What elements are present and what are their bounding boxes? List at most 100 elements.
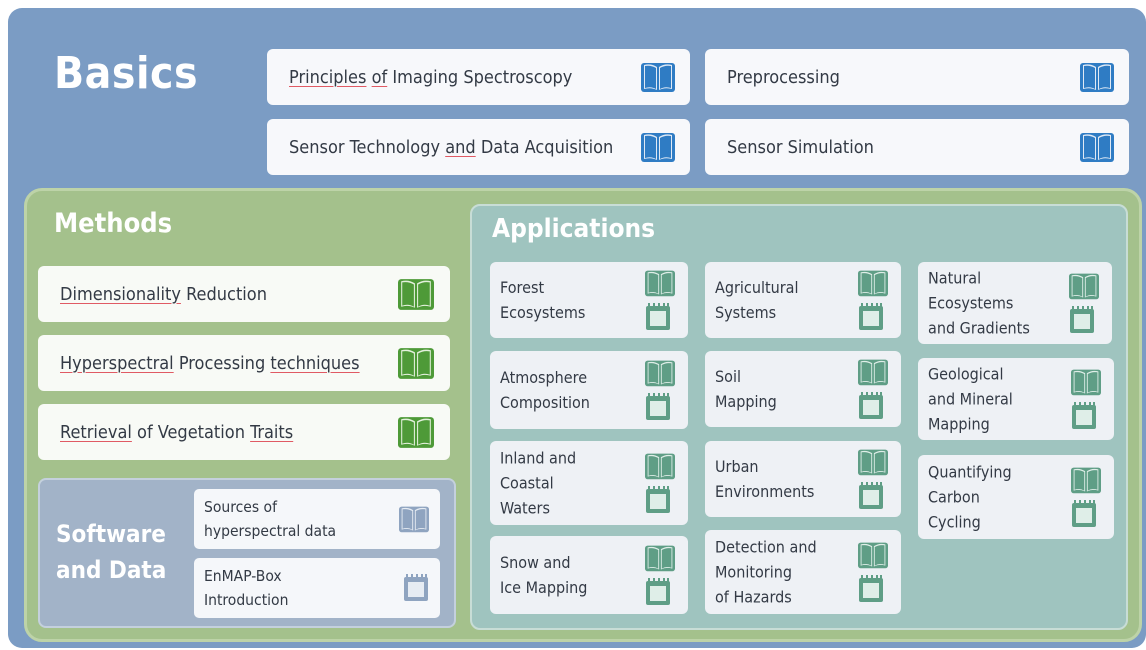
module-label: Retrieval of Vegetation Traits (60, 421, 294, 443)
book-icon (1079, 130, 1115, 164)
module-label: Principles of Imaging Spectroscopy (289, 66, 573, 88)
module-retrieval-of-vegetation-traits[interactable]: Retrieval of Vegetation Traits (38, 404, 450, 460)
notepad-icon[interactable] (644, 302, 676, 332)
application-label-line: Detection and (715, 537, 817, 557)
module-sensor-simulation[interactable]: Sensor Simulation (705, 119, 1129, 175)
application-label-line: Agricultural (715, 278, 799, 297)
notepad-icon[interactable] (857, 481, 889, 511)
book-icon[interactable] (857, 447, 889, 477)
application-label-line: Composition (500, 393, 590, 412)
book-icon[interactable] (644, 358, 676, 388)
book-icon (396, 276, 436, 312)
software-and-data-title: Software and Data (56, 520, 167, 584)
book-icon[interactable] (1070, 465, 1102, 495)
notepad-icon[interactable] (857, 574, 889, 604)
methods-title: Methods (54, 208, 173, 239)
application-label-line: Geological (928, 364, 1004, 384)
application-label-line: Cycling (928, 512, 981, 532)
notepad-icon[interactable] (644, 485, 676, 515)
module-dimensionality-reduction[interactable]: Dimensionality Reduction (38, 266, 450, 322)
application-label-line: Urban (715, 457, 759, 476)
application-label-line: Natural (928, 268, 982, 288)
book-icon (640, 130, 676, 164)
application-label-line: and Gradients (928, 318, 1030, 338)
application-label-line: Waters (500, 498, 550, 518)
application-label-line: Mapping (928, 414, 990, 434)
application-label-line: Monitoring (715, 562, 792, 582)
book-icon[interactable] (857, 540, 889, 570)
module-label: Sensor Simulation (727, 136, 874, 158)
book-icon[interactable] (1070, 367, 1102, 397)
application-label-line: and Mineral (928, 389, 1013, 409)
book-icon[interactable] (1068, 271, 1100, 301)
book-icon (398, 504, 430, 534)
module-principles-of-imaging-spectroscopy[interactable]: Principles of Imaging Spectroscopy (267, 49, 690, 105)
application-label-line: Ecosystems (928, 293, 1014, 313)
notepad-icon[interactable] (1070, 499, 1102, 529)
notepad-icon[interactable] (1070, 401, 1102, 431)
application-label-line: Quantifying (928, 462, 1012, 482)
module-label: Dimensionality Reduction (60, 283, 267, 305)
application-label-line: Ice Mapping (500, 578, 588, 597)
application-label-line: Coastal (500, 473, 554, 493)
module-label: Preprocessing (727, 66, 840, 88)
book-icon (396, 345, 436, 381)
book-icon (640, 60, 676, 94)
module-preprocessing[interactable]: Preprocessing (705, 49, 1129, 105)
module-sensor-technology-and-data-acquisition[interactable]: Sensor Technology and Data Acquisition (267, 119, 690, 175)
book-icon (396, 414, 436, 450)
book-icon[interactable] (644, 543, 676, 573)
application-label-line: Inland and (500, 448, 577, 468)
book-icon[interactable] (857, 357, 889, 387)
application-label-line: of Hazards (715, 587, 792, 607)
module-hyperspectral-processing-techniques[interactable]: Hyperspectral Processing techniques (38, 335, 450, 391)
application-label-line: Snow and (500, 553, 571, 572)
notepad-icon[interactable] (857, 302, 889, 332)
application-label-line: Mapping (715, 392, 777, 411)
notepad-icon[interactable] (644, 392, 676, 422)
application-label-line: Atmosphere (500, 368, 588, 387)
basics-title: Basics (54, 48, 199, 99)
book-icon[interactable] (644, 268, 676, 298)
notepad-icon[interactable] (1068, 305, 1100, 335)
book-icon[interactable] (857, 268, 889, 298)
notepad-icon (402, 573, 430, 603)
application-label-line: Systems (715, 303, 777, 322)
notepad-icon[interactable] (644, 577, 676, 607)
module-label: Hyperspectral Processing techniques (60, 352, 360, 374)
application-label-line: Forest (500, 278, 545, 297)
book-icon (1079, 60, 1115, 94)
application-label-line: Environments (715, 482, 815, 501)
application-label-line: Carbon (928, 487, 980, 507)
module-label: Sensor Technology and Data Acquisition (289, 136, 614, 158)
application-label-line: Ecosystems (500, 303, 586, 322)
book-icon[interactable] (644, 451, 676, 481)
application-label-line: Soil (715, 367, 741, 386)
notepad-icon[interactable] (857, 391, 889, 421)
